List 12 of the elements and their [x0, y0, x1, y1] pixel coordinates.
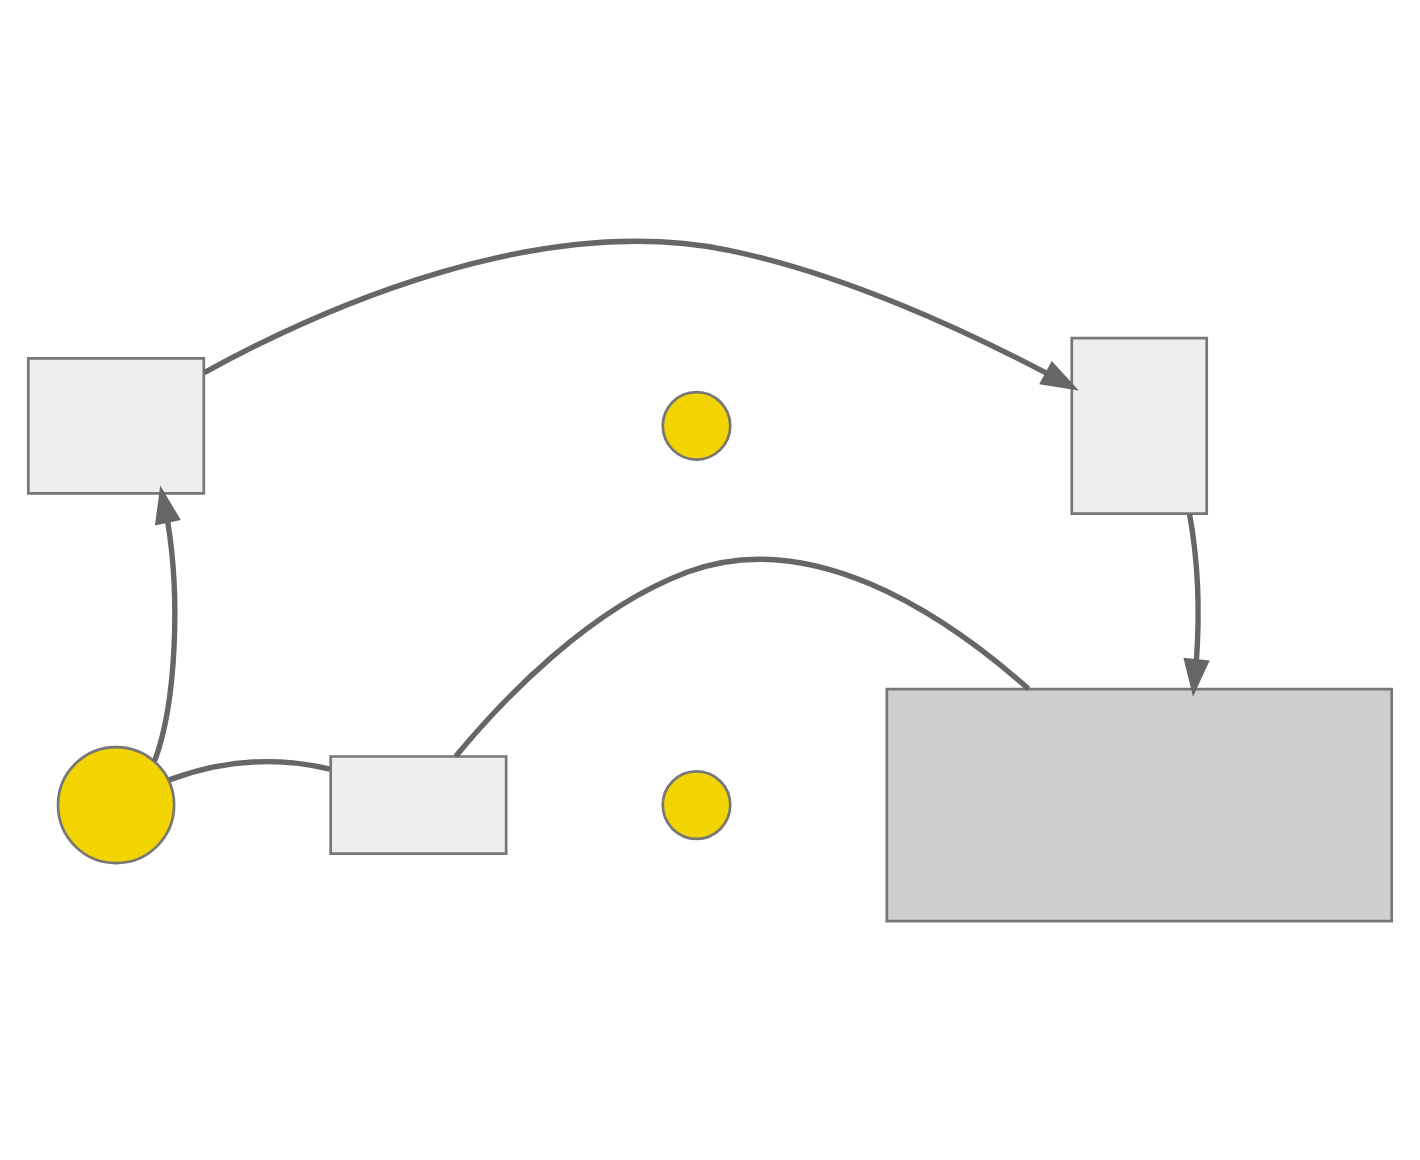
node-circle	[56, 744, 176, 864]
arrow	[152, 484, 181, 761]
node-circle	[661, 389, 732, 460]
connector	[168, 757, 331, 782]
node-box	[1070, 335, 1209, 514]
arrow	[203, 237, 1079, 390]
arrow	[1183, 512, 1210, 696]
node-box	[885, 686, 1393, 922]
connector	[453, 555, 1031, 758]
node-box	[329, 754, 508, 855]
node-box	[26, 355, 206, 494]
node-circle	[661, 769, 732, 840]
